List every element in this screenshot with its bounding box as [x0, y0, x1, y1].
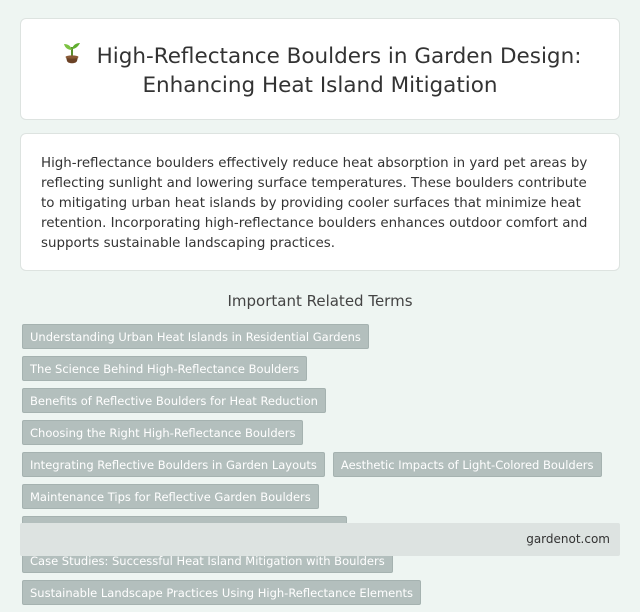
- related-terms-list: Understanding Urban Heat Islands in Resi…: [22, 324, 622, 612]
- title-line-1: High-Reflectance Boulders in Garden Desi…: [96, 44, 582, 69]
- sprout-icon: [59, 41, 85, 67]
- related-term-tag[interactable]: The Science Behind High-Reflectance Boul…: [22, 356, 308, 381]
- related-term-tag[interactable]: Choosing the Right High-Reflectance Boul…: [22, 420, 304, 445]
- related-terms-heading: Important Related Terms: [227, 292, 413, 310]
- summary-card: High-reflectance boulders effectively re…: [20, 133, 620, 271]
- footer: gardenot.com: [20, 523, 620, 556]
- page-title: High-Reflectance Boulders in Garden Desi…: [21, 41, 619, 100]
- related-term-tag[interactable]: Maintenance Tips for Reflective Garden B…: [22, 484, 319, 509]
- related-term-tag[interactable]: Benefits of Reflective Boulders for Heat…: [22, 388, 326, 413]
- related-term-tag[interactable]: Aesthetic Impacts of Light-Colored Bould…: [332, 452, 602, 477]
- title-line-2: Enhancing Heat Island Mitigation: [142, 73, 498, 98]
- title-card: High-Reflectance Boulders in Garden Desi…: [20, 18, 620, 120]
- related-term-tag[interactable]: Understanding Urban Heat Islands in Resi…: [22, 324, 369, 349]
- summary-text: High-reflectance boulders effectively re…: [41, 156, 588, 251]
- related-term-tag[interactable]: Integrating Reflective Boulders in Garde…: [22, 452, 325, 477]
- footer-site-link[interactable]: gardenot.com: [526, 532, 610, 546]
- related-term-tag[interactable]: Sustainable Landscape Practices Using Hi…: [22, 580, 422, 605]
